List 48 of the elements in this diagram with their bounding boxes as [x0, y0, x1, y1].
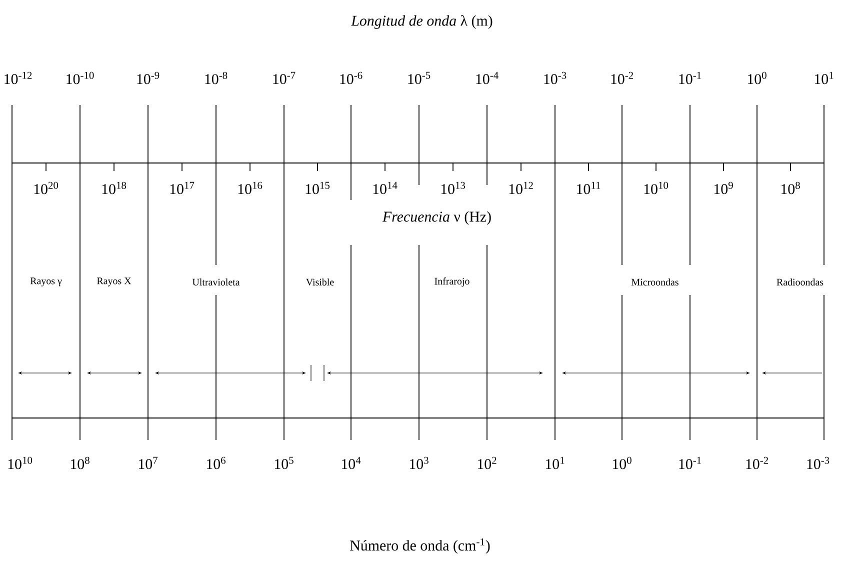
tick-label: 10$^{11}$: [577, 182, 600, 194]
tick-label: 10$^{-1}$: [679, 72, 701, 84]
tick-label: 10$^{-8}$: [205, 72, 228, 84]
region-label: Radioondas: [776, 278, 824, 286]
tick-label: 10$^{-10}$: [66, 72, 94, 84]
tick-label: 10$^{3}$: [410, 456, 428, 470]
tick-label: 10$^{-5}$: [408, 72, 430, 84]
tick-label: 10$^{20}$: [34, 182, 58, 194]
region-label: Microondas: [632, 278, 678, 286]
axis-title: Número de onda (cm$^{-1}$): [350, 538, 490, 554]
tick-label: 10$^{12}$: [509, 182, 533, 194]
tick-label: 10$^{-3}$: [807, 456, 830, 470]
region-label: Ultravioleta: [192, 278, 240, 286]
tick-label: 10$^{6}$: [206, 456, 226, 470]
tick-label: 10$^{1}$: [546, 456, 564, 470]
axis-title: Longitud de onda λ (m): [350, 15, 492, 29]
tick-label: 10$^{-12}$: [4, 72, 32, 84]
region-label: Rayos X: [97, 278, 132, 286]
tick-label: 10$^{-1}$: [679, 456, 701, 470]
tick-label: 10$^{9}$: [714, 182, 733, 194]
tick-label: 10$^{2}$: [478, 456, 496, 470]
tick-label: 10$^{8}$: [70, 456, 90, 470]
tick-label: 10$^{-3}$: [544, 72, 566, 84]
tick-label: 10$^{0}$: [612, 456, 632, 470]
region-label: Visible: [306, 278, 334, 286]
tick-label: 10$^{18}$: [102, 182, 126, 194]
tick-label: 10$^{-9}$: [137, 72, 160, 84]
tick-label: 10$^{13}$: [441, 182, 466, 194]
region-label: Infrarojo: [434, 277, 470, 287]
tick-label: 10$^{15}$: [306, 182, 330, 194]
tick-label: 10$^{16}$: [238, 182, 262, 194]
tick-label: 10$^{17}$: [170, 182, 194, 194]
tick-label: 10$^{0}$: [748, 72, 766, 84]
tick-label: 10$^{-7}$: [273, 72, 296, 84]
tick-label: 10$^{14}$: [373, 182, 398, 194]
tick-label: 10$^{8}$: [781, 182, 800, 194]
tick-label: 10$^{10}$: [8, 456, 32, 470]
tick-label: 10$^{-2}$: [746, 456, 768, 470]
tick-label: 10$^{10}$: [644, 182, 668, 194]
tick-label: 10$^{1}$: [814, 72, 834, 84]
tick-label: 10$^{4}$: [342, 456, 361, 470]
tick-label: 10$^{-6}$: [340, 72, 362, 84]
tick-label: 10$^{-4}$: [476, 72, 498, 84]
tick-label: 10$^{7}$: [138, 456, 158, 470]
tick-label: 10$^{5}$: [274, 456, 294, 470]
axis-title: Frecuencia ν (Hz): [382, 211, 491, 225]
region-label: Rayos γ: [30, 278, 62, 286]
tick-label: 10$^{-2}$: [611, 72, 633, 84]
